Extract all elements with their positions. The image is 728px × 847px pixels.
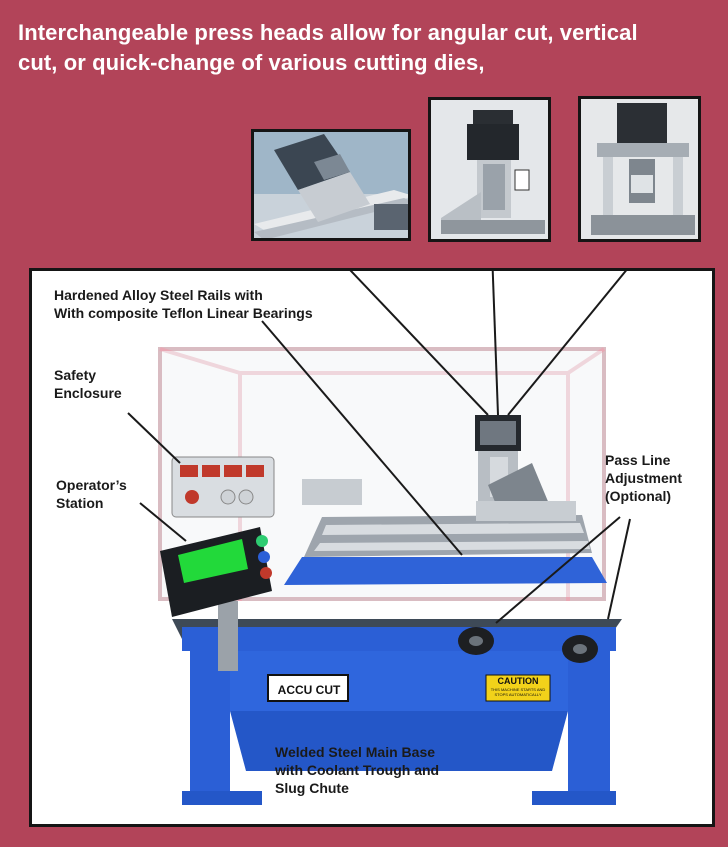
label-main-base: Welded Steel Main Base with Coolant Trou… — [275, 743, 439, 797]
label-safety-enclosure: Safety Enclosure — [54, 366, 122, 402]
label-enclosure-line-2: Enclosure — [54, 385, 122, 401]
label-enclosure-line-1: Safety — [54, 367, 97, 383]
headline: Interchangeable press heads allow for an… — [18, 18, 718, 78]
brand-logo: ACCU CUT — [277, 683, 341, 697]
label-pass-line-adjustment: Pass Line Adjustment (Optional) — [605, 451, 682, 505]
label-operator-line-2: Station — [56, 495, 104, 511]
label-base-line-1: Welded Steel Main Base — [275, 744, 436, 760]
photo-quick-change-die-set — [578, 96, 701, 242]
leader-lines — [127, 271, 631, 624]
machine-illustration — [32, 271, 712, 824]
photo-angular-cut-head — [251, 129, 411, 241]
pass-line-handwheels — [458, 627, 598, 663]
headline-line-2: cut, or quick-change of various cutting … — [18, 50, 485, 75]
label-operator-station: Operator’s Station — [56, 476, 127, 512]
main-base — [172, 619, 622, 805]
caution-sign: CAUTION THIS MACHINE STARTS AND STOPS AU… — [487, 676, 549, 700]
caution-body: THIS MACHINE STARTS AND STOPS AUTOMATICA… — [490, 687, 546, 697]
label-passline-line-2: Adjustment — [605, 470, 682, 486]
label-rails-line-1: Hardened Alloy Steel Rails with — [54, 287, 263, 303]
press-head — [475, 415, 576, 521]
label-base-line-3: Slug Chute — [275, 780, 349, 796]
label-passline-line-1: Pass Line — [605, 452, 671, 468]
operator-station — [160, 456, 275, 671]
label-base-line-2: with Coolant Trough and — [275, 762, 440, 778]
label-rails-line-2: With composite Teflon Linear Bearings — [54, 305, 313, 321]
machine-diagram-panel: Hardened Alloy Steel Rails with With com… — [29, 268, 715, 827]
label-passline-line-3: (Optional) — [605, 488, 672, 504]
headline-line-1: Interchangeable press heads allow for an… — [18, 20, 638, 45]
label-operator-line-1: Operator’s — [56, 477, 127, 493]
caution-title: CAUTION — [497, 676, 539, 686]
photo-vertical-cut-head — [428, 97, 551, 242]
label-rails: Hardened Alloy Steel Rails with With com… — [54, 286, 313, 322]
blue-bed — [284, 557, 607, 585]
